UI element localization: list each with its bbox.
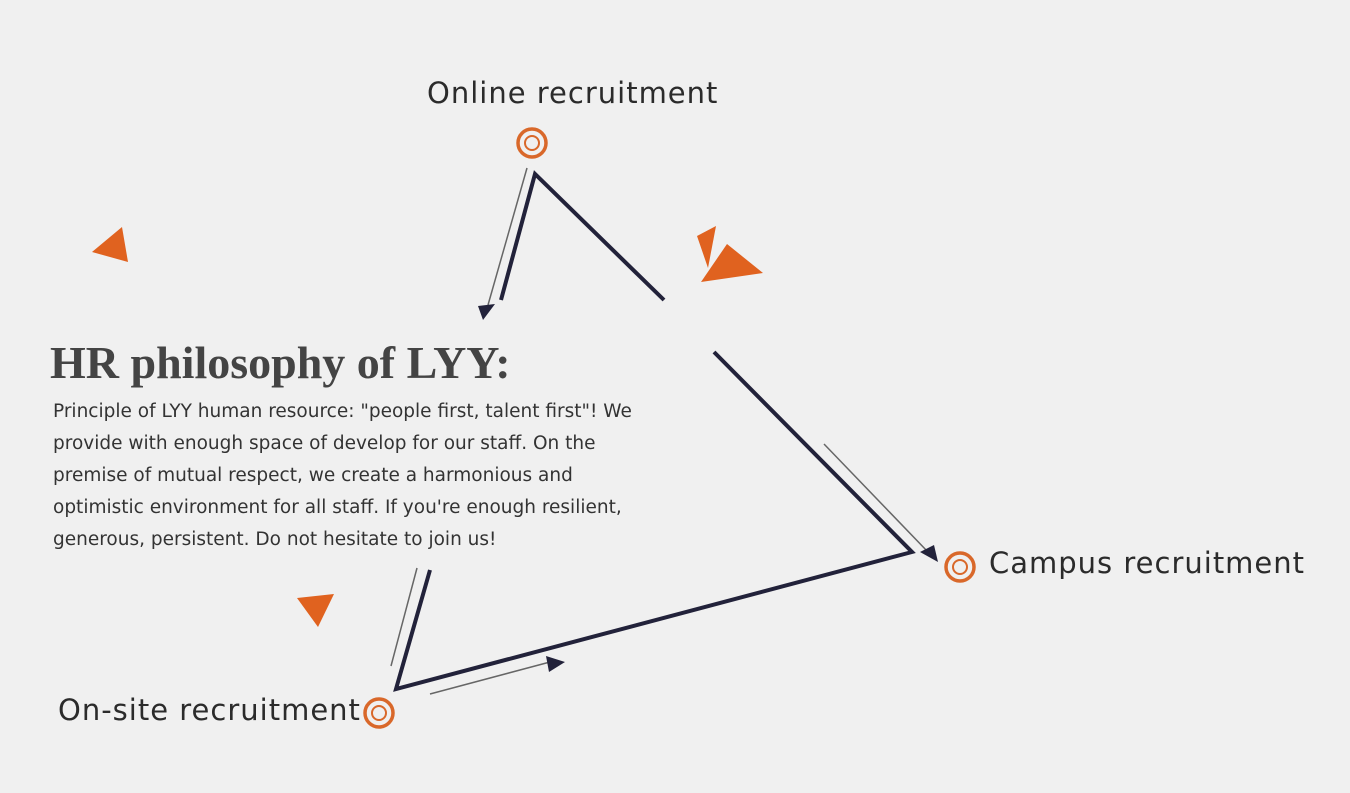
direction-line-right	[823, 443, 929, 553]
node-label-online: Online recruitment	[427, 76, 719, 110]
triangle-icon	[697, 226, 716, 268]
direction-line-left	[487, 167, 528, 306]
double-ring-icon	[944, 551, 976, 583]
flow-line-campus-onsite	[393, 350, 916, 692]
node-label-onsite: On-site recruitment	[58, 693, 361, 727]
philosophy-paragraph: Principle of LYY human resource: "people…	[53, 401, 632, 550]
direction-line-lower-left	[390, 567, 418, 667]
page-title: HR philosophy of LYY:	[50, 337, 511, 388]
triangle-icon	[92, 227, 128, 262]
triangle-icon	[701, 244, 763, 282]
double-ring-icon	[516, 127, 548, 159]
arrowhead-icon	[546, 656, 565, 672]
arrowhead-icon	[478, 304, 495, 320]
node-label-campus: Campus recruitment	[989, 546, 1306, 580]
arrowhead-icon	[920, 545, 938, 562]
direction-line-bottom	[429, 661, 551, 695]
flow-line-online-campus	[499, 170, 666, 302]
double-ring-icon	[363, 697, 395, 729]
triangle-icon	[297, 594, 334, 627]
